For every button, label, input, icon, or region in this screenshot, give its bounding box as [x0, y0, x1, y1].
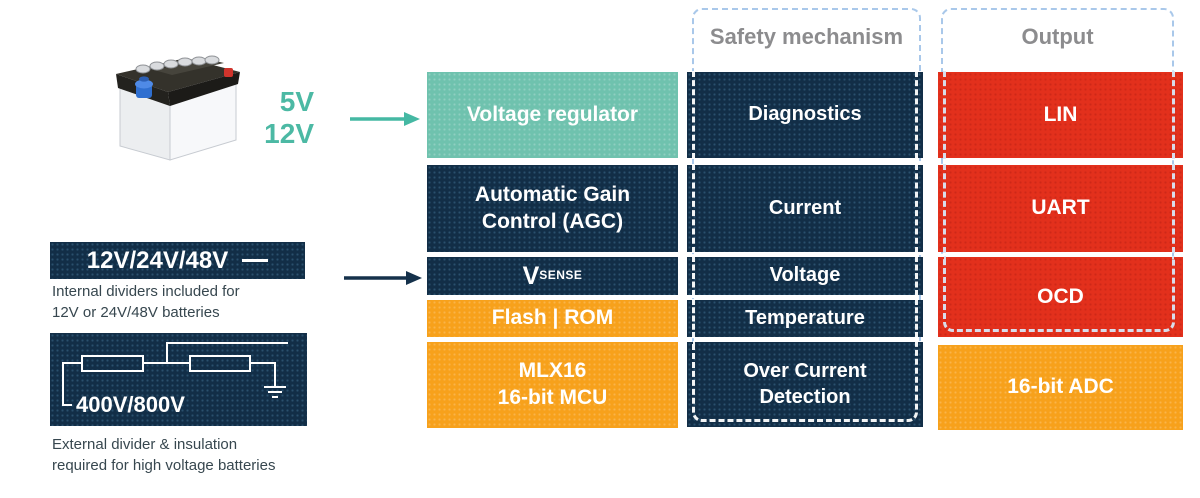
block-label: Diagnostics: [748, 103, 862, 126]
external-divider-caption: External divider & insulation required f…: [52, 435, 275, 476]
block-over-current-detection: Over Current Detection: [687, 341, 923, 427]
block-label: Automatic Gain: [474, 182, 631, 206]
direct-supply-voltages: 5V 12V: [238, 86, 314, 150]
block-temperature: Temperature: [687, 299, 923, 338]
block-voltage: Voltage: [687, 256, 923, 296]
block-agc: Automatic Gain Control (AGC): [427, 165, 678, 252]
block-label: Temperature: [745, 306, 865, 329]
block-label: 16-bit ADC: [1007, 375, 1114, 399]
output-column-header: Output: [1021, 24, 1094, 49]
block-flash-rom: Flash | ROM: [427, 300, 678, 337]
block-label: OCD: [1037, 284, 1084, 308]
external-divider-box: 400V/800V: [50, 333, 307, 426]
block-label: 16-bit MCU: [497, 386, 608, 409]
voltage-12v-label: 12V: [264, 118, 314, 149]
block-lin: LIN: [938, 71, 1183, 159]
vsense-sub: SENSE: [539, 268, 583, 283]
block-label: Flash | ROM: [491, 306, 614, 330]
external-divider-label: 400V/800V: [76, 392, 185, 417]
vsense-v: V: [522, 262, 540, 290]
divided-input-label: 12V/24V/48V: [86, 246, 229, 274]
block-label: Current: [768, 196, 842, 219]
voltage-5v-label: 5V: [279, 86, 314, 117]
block-label: Voltage regulator: [466, 102, 639, 126]
block-label: Control (AGC): [481, 209, 624, 233]
block-uart: UART: [938, 164, 1183, 253]
block-label: LIN: [1043, 102, 1078, 126]
divided-input-box: 12V/24V/48V: [50, 242, 305, 279]
navy-arrow-right-icon: [344, 271, 422, 285]
block-voltage-regulator: Voltage regulator: [427, 72, 678, 158]
block-diagnostics: Diagnostics: [687, 71, 923, 159]
block-ocd: OCD: [938, 256, 1183, 337]
divided-input-caption: Internal dividers included for 12V or 24…: [52, 282, 240, 323]
block-label: Voltage: [769, 264, 841, 287]
caption-line: 12V or 24V/48V batteries: [52, 303, 220, 321]
block-label: MLX16: [518, 359, 587, 383]
block-label: Detection: [759, 385, 851, 408]
block-label: Over Current: [743, 359, 867, 382]
block-16bit-adc: 16-bit ADC: [938, 345, 1183, 430]
block-mlx16-mcu: MLX16 16-bit MCU: [427, 342, 678, 428]
block-current: Current: [687, 164, 923, 253]
voltage-divider-circuit-icon: [62, 342, 288, 406]
teal-arrow-right-icon: [350, 112, 420, 126]
shunt-dash-icon: [242, 259, 269, 262]
car-battery-image: [116, 55, 240, 161]
block-label: UART: [1031, 196, 1090, 220]
caption-line: External divider & insulation: [52, 436, 238, 453]
safety-column-header: Safety mechanism: [709, 24, 904, 49]
caption-line: Internal dividers included for: [52, 283, 240, 300]
caption-line: required for high voltage batteries: [52, 456, 276, 474]
